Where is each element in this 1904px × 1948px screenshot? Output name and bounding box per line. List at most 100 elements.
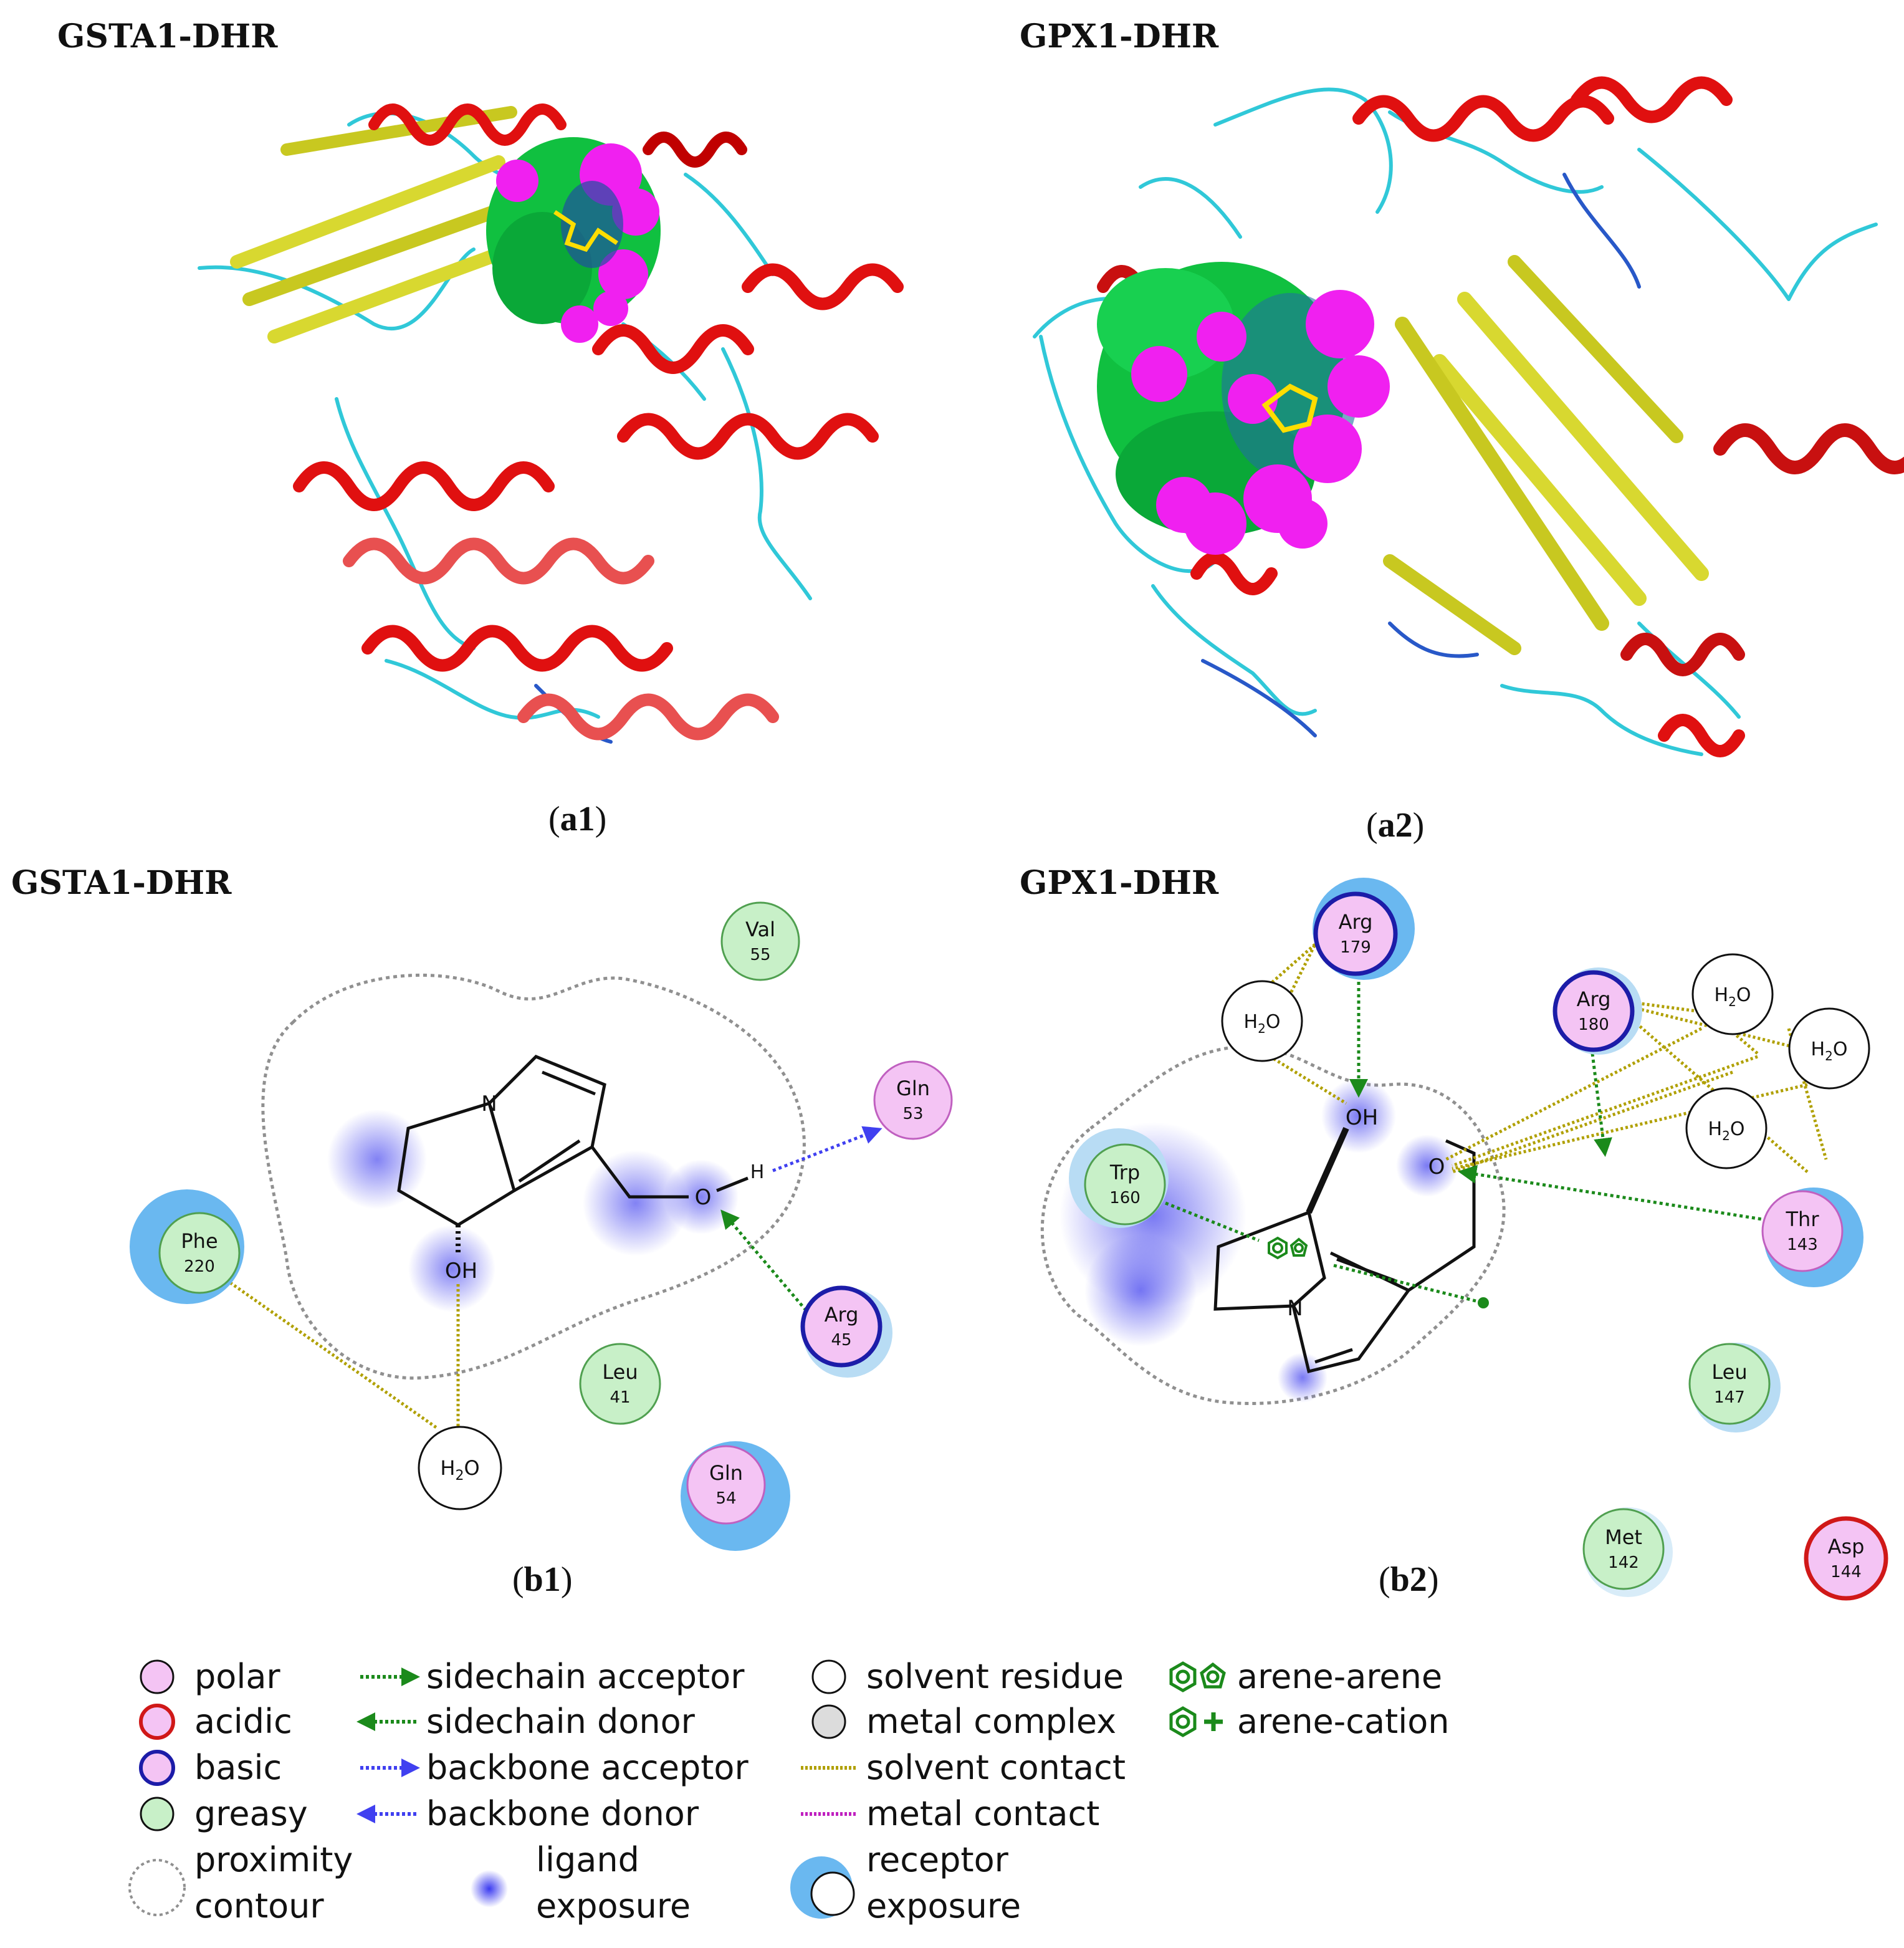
solvent-contact-phe220	[204, 1264, 438, 1429]
svg-text:53: 53	[902, 1105, 923, 1123]
label-a1: (a1)	[548, 800, 607, 838]
legend-bb-donor: backbone donor	[356, 1794, 699, 1833]
legend: polar acidic basic greasy proximity cont…	[128, 1657, 1449, 1926]
residue-h2o-b1: H2O	[418, 1426, 502, 1510]
interaction-b2: N OH O	[1040, 878, 1888, 1601]
arene-arene-trp160	[1165, 1201, 1260, 1242]
svg-text:Thr: Thr	[1786, 1207, 1820, 1231]
svg-text:exposure: exposure	[536, 1886, 691, 1926]
legend-acidic: acidic	[139, 1702, 292, 1741]
title-b1: GSTA1-DHR	[11, 864, 232, 902]
atom-oh-b2: OH	[1346, 1105, 1378, 1130]
svg-text:acidic: acidic	[194, 1702, 292, 1741]
ligand-structure	[397, 1055, 749, 1253]
svg-text:basic: basic	[194, 1748, 282, 1787]
residue-leu147: Leu 147	[1688, 1343, 1781, 1432]
legend-sc-acceptor: sidechain acceptor	[360, 1657, 745, 1696]
svg-text:Gln: Gln	[709, 1461, 743, 1485]
legend-receptor-exposure: receptor exposure	[790, 1840, 1021, 1926]
ribbon-a2	[1033, 76, 1904, 757]
legend-arene-cation: arene-cation	[1169, 1702, 1449, 1741]
arene-arene-icon	[1169, 1661, 1226, 1692]
svg-text:143: 143	[1787, 1235, 1818, 1254]
svg-text:Val: Val	[745, 918, 775, 941]
svg-text:sidechain donor: sidechain donor	[426, 1702, 696, 1741]
residue-arg45: Arg 45	[800, 1285, 892, 1378]
legend-proximity: proximity contour	[128, 1840, 353, 1926]
label-b2: (b2)	[1379, 1560, 1439, 1599]
legend-metal-complex: metal complex	[811, 1702, 1116, 1741]
residue-h2o-2: H2O	[1691, 953, 1774, 1035]
atom-o-b2: O	[1428, 1154, 1445, 1179]
legend-arene-arene: arene-arene	[1169, 1657, 1442, 1696]
residue-val55: Val 55	[720, 901, 800, 981]
svg-text:arene-cation: arene-cation	[1237, 1702, 1449, 1741]
residue-trp160: Trp 160	[1069, 1128, 1169, 1228]
svg-text:147: 147	[1714, 1388, 1745, 1407]
svg-text:H2O: H2O	[1811, 1039, 1848, 1063]
svg-text:H2O: H2O	[1715, 984, 1751, 1009]
svg-text:contour: contour	[194, 1886, 324, 1926]
svg-text:polar: polar	[194, 1657, 280, 1696]
residue-h2o-1: H2O	[1221, 980, 1303, 1062]
legend-bb-acceptor: backbone acceptor	[360, 1748, 749, 1787]
svg-text:180: 180	[1578, 1015, 1609, 1034]
residue-arg179: Arg 179	[1313, 878, 1415, 980]
svg-text:220: 220	[184, 1257, 215, 1276]
legend-polar: polar	[140, 1657, 280, 1696]
svg-text:Arg: Arg	[1339, 910, 1373, 934]
residue-thr143: Thr 143	[1761, 1188, 1863, 1287]
svg-text:backbone donor: backbone donor	[426, 1794, 699, 1833]
residue-h2o-4: H2O	[1685, 1087, 1768, 1169]
svg-text:solvent residue: solvent residue	[866, 1657, 1124, 1696]
residue-h2o-3: H2O	[1788, 1007, 1870, 1090]
svg-text:receptor: receptor	[866, 1840, 1009, 1879]
label-b1: (b1)	[512, 1560, 573, 1599]
svg-text:Arg: Arg	[825, 1303, 859, 1327]
legend-greasy: greasy	[140, 1794, 308, 1833]
residue-phe220: Phe 220	[130, 1189, 244, 1304]
svg-text:sidechain acceptor: sidechain acceptor	[426, 1657, 745, 1696]
legend-sc-donor: sidechain donor	[356, 1702, 696, 1741]
svg-text:Trp: Trp	[1109, 1161, 1140, 1184]
svg-text:greasy: greasy	[194, 1794, 308, 1833]
atom-h-b1: H	[750, 1161, 765, 1183]
arene-arene-icon	[1268, 1236, 1308, 1260]
legend-basic: basic	[139, 1748, 282, 1787]
svg-text:Asp: Asp	[1828, 1535, 1865, 1558]
title-b2: GPX1-DHR	[1020, 864, 1219, 902]
title-a1: GSTA1-DHR	[57, 17, 278, 55]
residue-leu41: Leu 41	[579, 1343, 661, 1425]
atom-n-b2: N	[1287, 1296, 1303, 1321]
binding-surface-a1	[486, 137, 661, 343]
bb-acceptor-gln53	[772, 1126, 883, 1173]
svg-text:179: 179	[1340, 938, 1371, 957]
svg-text:Phe: Phe	[181, 1229, 218, 1253]
svg-text:160: 160	[1109, 1189, 1141, 1207]
svg-text:55: 55	[750, 946, 770, 964]
svg-text:Met: Met	[1605, 1525, 1642, 1549]
proximity-contour	[261, 973, 806, 1380]
svg-text:metal complex: metal complex	[866, 1702, 1116, 1741]
legend-ligand-exposure: ligand exposure	[471, 1840, 691, 1926]
svg-text:45: 45	[831, 1331, 851, 1350]
svg-text:54: 54	[715, 1489, 736, 1508]
svg-text:metal contact: metal contact	[866, 1794, 1099, 1833]
legend-solvent-residue: solvent residue	[811, 1657, 1124, 1696]
residue-gln53: Gln 53	[873, 1060, 953, 1140]
svg-text:Gln: Gln	[896, 1077, 930, 1100]
sc-donor-arg45	[720, 1209, 811, 1317]
svg-text:Leu: Leu	[602, 1360, 638, 1384]
svg-text:proximity: proximity	[194, 1840, 353, 1879]
arene-cation-icon	[1169, 1706, 1223, 1737]
interaction-b1: N OH O H Val 55 Gln 53 Phe 220 Arg 45 Le…	[130, 901, 953, 1551]
ribbon-a1	[198, 103, 904, 744]
atom-n-b1: N	[481, 1092, 497, 1116]
title-a2: GPX1-DHR	[1020, 17, 1219, 55]
svg-text:41: 41	[610, 1388, 630, 1407]
svg-text:exposure: exposure	[866, 1886, 1021, 1926]
residue-gln54: Gln 54	[681, 1441, 790, 1551]
residue-arg180: Arg 180	[1552, 967, 1642, 1055]
svg-text:arene-arene: arene-arene	[1237, 1657, 1442, 1696]
